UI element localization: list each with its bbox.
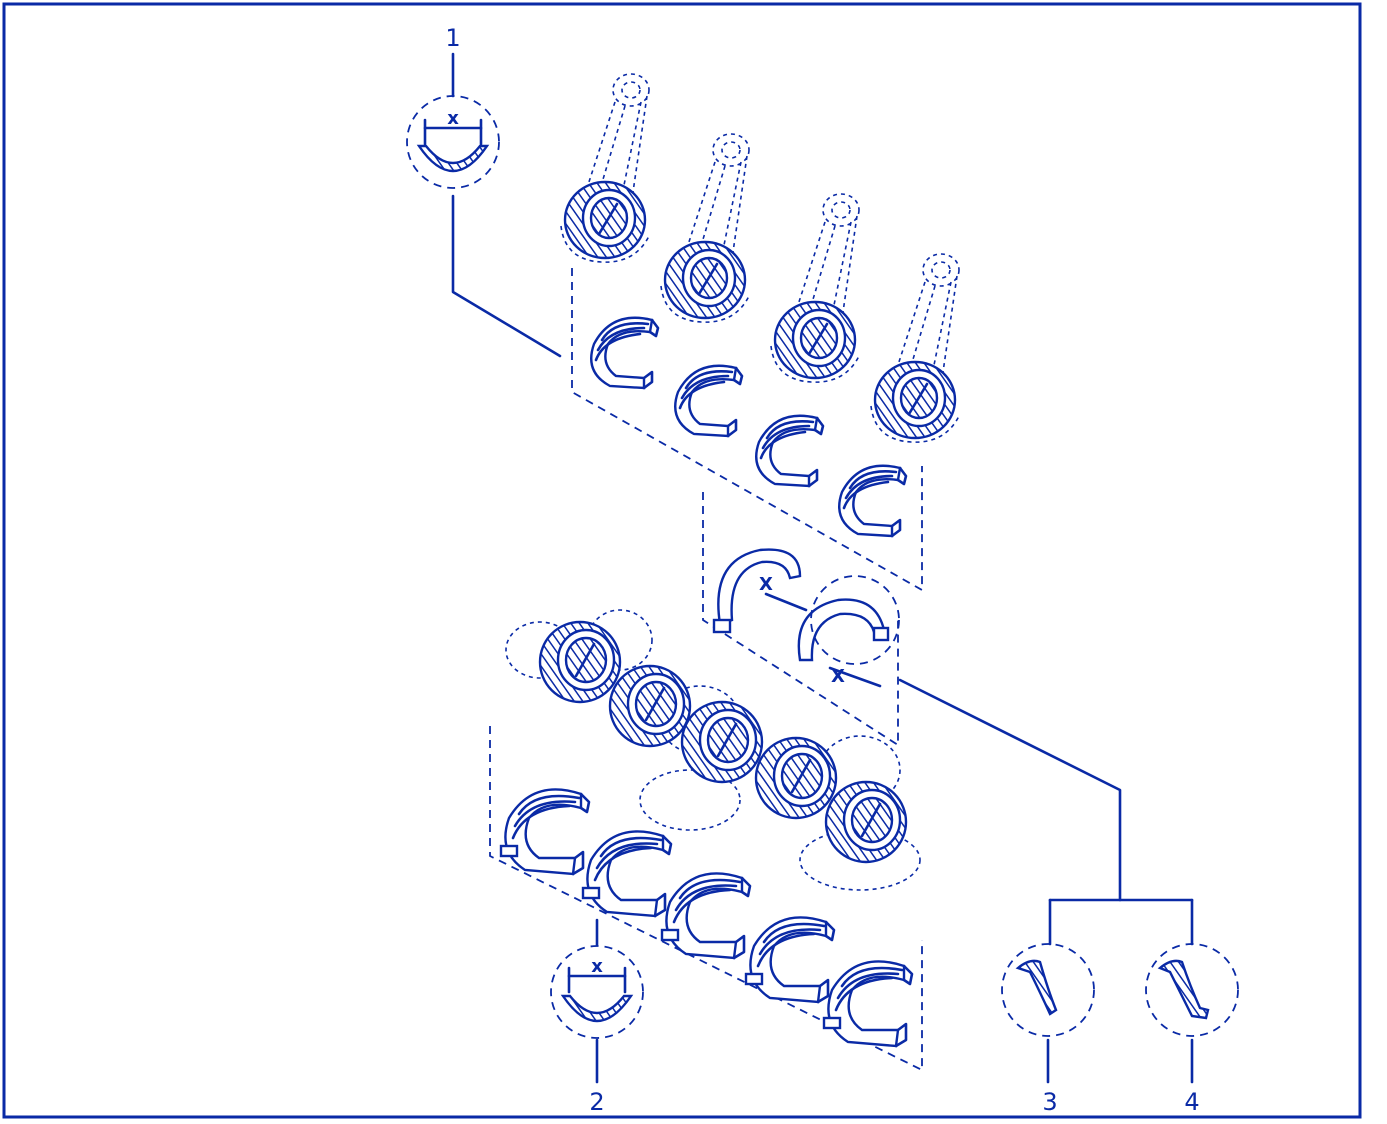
bearing-shell-section-1 [416,144,490,172]
callout-4-label: 4 [1184,1088,1199,1116]
main-journal-4 [754,736,838,820]
main-journal-1 [538,620,622,704]
main-bearing-shells [489,726,923,1072]
callout-1-label: 1 [445,24,460,52]
leader-line-thrust [898,678,1122,902]
dim-x-label-1: x [447,108,459,129]
conrod-3 [770,193,860,383]
main-journal-5 [824,780,908,864]
detail-circle-1 [406,95,500,189]
main-shell-2 [581,830,673,918]
main-shell-3 [660,872,752,960]
dim-x-label-2: x [591,956,603,977]
callout-4-group: 4 [1145,943,1239,1116]
conrod-shell-2 [673,364,744,438]
detail-circle-4 [1145,943,1239,1037]
callout-2-label: 2 [589,1088,604,1116]
callout-3-group: 3 [1001,943,1095,1116]
detail-circle-2 [550,945,644,1039]
dim-x-thrust-label-b: X [831,666,845,687]
dim-x-thrust-label-a: X [759,574,773,595]
callout-1-group: 1 x [406,24,562,358]
conrod-shell-3 [754,414,825,488]
main-shell-1 [499,788,591,876]
conrod-2 [660,133,750,323]
conrod-shell-4 [837,464,908,538]
leader-line-1 [451,194,562,358]
main-journal-3 [680,700,764,784]
thrust-washer-section-3 [1015,959,1058,1016]
main-shell-4 [744,916,836,1004]
conrod-bearing-shells [571,268,923,592]
detail-circle-3 [1001,943,1095,1037]
diagram-border [2,2,1362,1119]
conrod-shell-1 [589,316,660,390]
main-journal-2 [608,664,692,748]
bearing-shell-section-2 [560,994,634,1022]
thrust-washer-section-4 [1157,959,1210,1020]
crankshaft-main-journals [505,609,921,891]
callout-3-label: 3 [1042,1088,1057,1116]
callout-2-group: x 2 [550,918,644,1116]
conrod-4 [870,253,960,443]
main-shell-5 [822,960,914,1048]
conrod-1 [560,73,650,263]
thrust-washer-left [717,548,802,626]
thrust-washers: X X [702,492,1194,946]
